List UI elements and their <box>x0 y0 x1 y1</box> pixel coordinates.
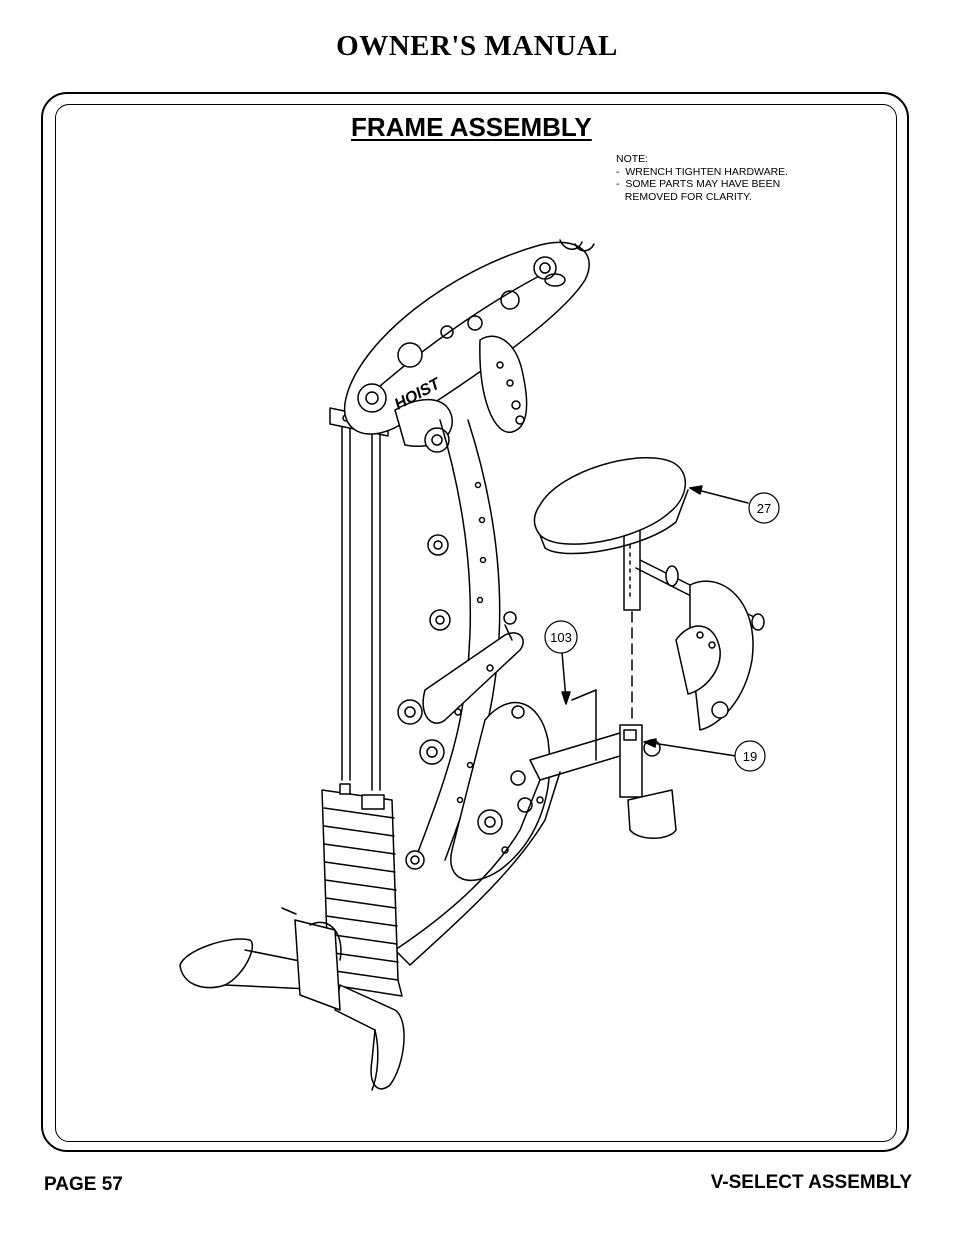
top-pulley-arm <box>343 239 595 435</box>
note-heading: NOTE: <box>616 153 649 165</box>
page-number: PAGE 57 <box>44 1174 123 1195</box>
page-frame-outer <box>41 92 909 1152</box>
guide-rods <box>329 407 389 791</box>
note-line-3: REMOVED FOR CLARITY. <box>616 190 752 203</box>
callout-103-label: 103 <box>550 630 572 645</box>
page-frame-inner <box>55 104 897 1142</box>
seat-pad <box>533 457 689 555</box>
foot-support <box>635 559 765 731</box>
press-arm <box>397 611 524 765</box>
section-title: FRAME ASSEMBLY <box>351 112 592 142</box>
note-line-1: - WRENCH TIGHTEN HARDWARE. <box>616 165 789 178</box>
base-foot-left <box>179 938 331 991</box>
callout-leaders <box>561 485 749 757</box>
callout-27: 27 <box>748 492 780 524</box>
footer-section-title: V-SELECT ASSEMBLY <box>710 1172 912 1193</box>
pulley-plates <box>394 335 528 453</box>
callout-19-label: 19 <box>743 749 757 764</box>
seat-post <box>571 529 677 839</box>
weight-stack <box>321 783 403 997</box>
lever-plate <box>450 701 551 881</box>
main-frame-column <box>414 419 501 861</box>
note-line-2: - SOME PARTS MAY HAVE BEEN <box>616 178 781 190</box>
callout-103: 103 <box>544 620 578 654</box>
callout-27-label: 27 <box>757 501 771 516</box>
assembly-note: NOTE: - WRENCH TIGHTEN HARDWARE. - SOME … <box>616 153 788 203</box>
manual-title: OWNER'S MANUAL <box>336 30 618 62</box>
callout-19: 19 <box>734 740 766 772</box>
base-foot-right <box>334 984 405 1091</box>
lower-bracket <box>281 850 425 1011</box>
